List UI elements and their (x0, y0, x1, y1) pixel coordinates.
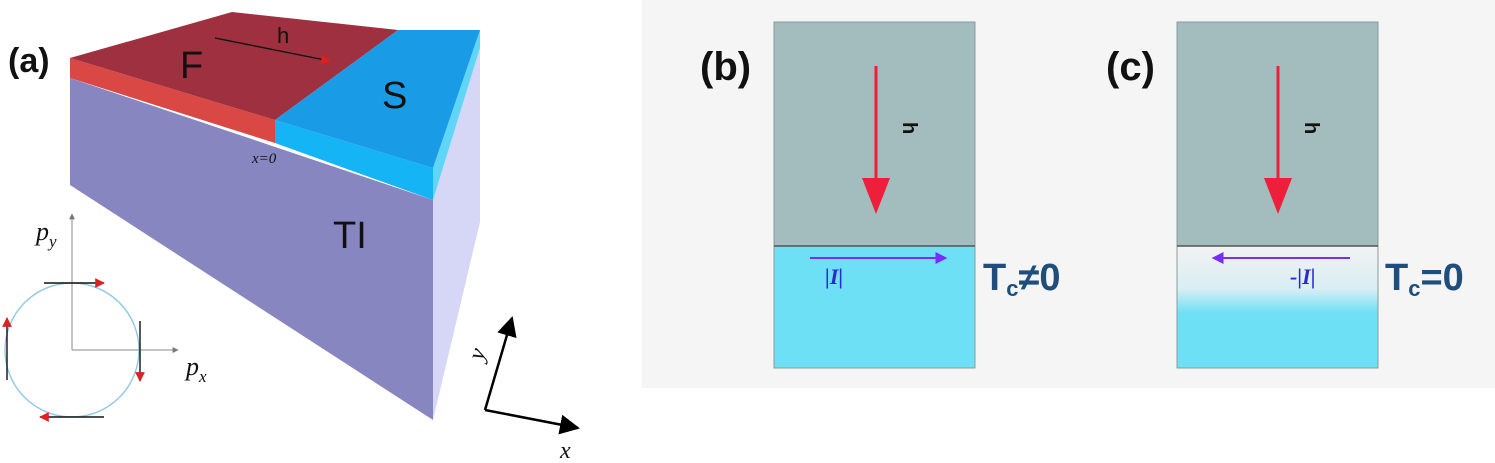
layer-ti-label: TI (333, 215, 367, 257)
panel-b-label: (b) (700, 45, 751, 89)
s-region-b (773, 245, 976, 369)
interface-label: x=0 (251, 151, 277, 167)
tc-label-c: Tc=0 (1385, 257, 1464, 301)
superconductor-top (275, 30, 480, 168)
tc-label-b: Tc≠0 (983, 257, 1060, 301)
coord-y-label: y (463, 345, 492, 365)
py-label: py (34, 217, 57, 251)
panel-c-label: (c) (1106, 45, 1155, 89)
panel-a: (a) F S TI h x=0 py px y x (2, 12, 580, 463)
px-label: px (184, 352, 207, 386)
field-label-a: h (277, 23, 289, 48)
ti-side-face (433, 48, 480, 420)
field-arrow-a (214, 37, 331, 65)
panel-c: (c) h -|I| Tc=0 (1106, 21, 1464, 369)
field-arrow-c-head (1264, 178, 1292, 214)
superconductor-side-edge (433, 30, 480, 200)
coord-y-axis (483, 316, 517, 411)
superconductor-edge (275, 120, 433, 200)
field-label-c: h (1300, 122, 1322, 134)
ferromagnet-edge (70, 58, 275, 143)
panel-b: (b) h |I| Tc≠0 (700, 21, 1060, 369)
s-region-c (1176, 245, 1379, 369)
current-label-b: |I| (825, 264, 843, 289)
coord-x-label: x (559, 438, 571, 463)
current-label-c: -|I| (1290, 264, 1316, 289)
momentum-inset: py px (2, 213, 207, 422)
ti-front-face (70, 78, 433, 420)
layer-f-label: F (180, 45, 203, 87)
coord-x-axis (484, 408, 580, 435)
layer-s-label: S (382, 75, 407, 117)
field-arrow-b-head (862, 178, 890, 214)
field-label-b: h (898, 122, 920, 134)
coordinate-axes: y x (463, 316, 580, 463)
ferromagnet-top (70, 12, 398, 120)
panel-a-label: (a) (8, 42, 50, 80)
